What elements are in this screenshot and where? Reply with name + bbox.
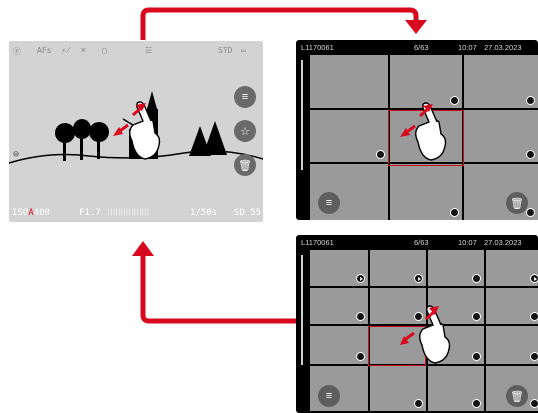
favorite-button[interactable]: ☆	[234, 120, 256, 142]
aperture-value: F1.7	[79, 208, 101, 218]
arrow-to-gallery	[140, 7, 419, 40]
arrow-to-gallery-head	[405, 20, 427, 34]
gallery-header: L1170061 6/63 10:07 27.03.2023	[296, 235, 538, 249]
iso-auto: A	[28, 208, 34, 218]
thumbnail[interactable]	[428, 366, 484, 411]
trash-icon: 🗑	[510, 197, 524, 210]
thumbnail-badge	[526, 150, 535, 159]
thumbnail-badge	[530, 399, 538, 408]
thumbnail-badge	[472, 399, 481, 408]
thumbnail[interactable]	[428, 250, 484, 286]
delete-button[interactable]: 🗑	[506, 385, 528, 407]
thumbnail[interactable]	[390, 55, 462, 108]
thumbnail-badge	[450, 96, 459, 105]
thumbnail[interactable]	[390, 164, 462, 220]
thumbnail-badge	[414, 399, 423, 408]
star-icon: ☆	[240, 125, 250, 138]
thumbnail-selected[interactable]	[370, 326, 426, 364]
delete-button[interactable]: 🗑	[506, 192, 528, 214]
thumbnail[interactable]	[310, 110, 388, 162]
fir-trees	[189, 121, 227, 156]
thumbnail-badge	[414, 312, 423, 321]
battery-icon: ▭	[241, 46, 246, 55]
thumbnail[interactable]	[464, 110, 538, 162]
filter-icon: ≡	[325, 390, 333, 402]
scene-illustration	[9, 91, 263, 164]
thumbnail[interactable]	[486, 250, 538, 286]
time: 10:07	[458, 43, 477, 52]
thumbnail[interactable]	[370, 288, 426, 324]
thumbnail-badge	[472, 274, 481, 283]
trash-icon: 🗑	[238, 159, 252, 172]
status-item-1: ⓟ	[13, 47, 21, 56]
status-item-7: STD	[218, 46, 233, 55]
gallery-header: L1170061 6/63 10:07 27.03.2023	[296, 40, 538, 54]
filter-button[interactable]: ≡	[318, 192, 340, 214]
thumbnail[interactable]	[486, 288, 538, 324]
thumbnail-badge	[356, 352, 365, 361]
thumbnail[interactable]	[310, 366, 368, 411]
iso-value: 400	[33, 208, 50, 218]
thumbnail-badge	[450, 208, 459, 217]
pinch-gesture	[400, 305, 451, 364]
time: 10:07	[458, 238, 477, 247]
shot-count: SD 55	[234, 208, 262, 218]
status-item-2: AFs	[37, 46, 52, 55]
thumbnail[interactable]	[486, 326, 538, 364]
trash-icon: 🗑	[510, 390, 524, 403]
shutter-speed: 1/50s	[190, 208, 218, 218]
thumbnail-badge	[526, 96, 535, 105]
thumbnail-badge	[530, 352, 538, 361]
filter-button[interactable]: ≡	[234, 86, 256, 108]
thumbnail[interactable]	[464, 55, 538, 108]
thumbnail-badge	[356, 274, 365, 283]
thumbnail-badge	[472, 352, 481, 361]
thumbnail[interactable]	[464, 164, 538, 220]
thumbnail[interactable]	[370, 366, 426, 411]
status-item-3: ⚡̸	[61, 46, 71, 55]
gallery-screen-grid[interactable]: L1170061 6/63 10:07 27.03.2023 ≡ 🗑	[296, 235, 538, 413]
arrow-to-live	[140, 254, 296, 324]
gallery-screen-3x3[interactable]: L1170061 6/63 10:07 27.03.2023 ≡ 🗑	[296, 40, 538, 220]
thumbnail[interactable]	[370, 250, 426, 286]
thumbnail[interactable]	[310, 326, 368, 364]
live-view-screen[interactable]: ⓟ AFs ⚡̸ ⌘ ▢ ☱ STD ▭	[9, 41, 263, 222]
thumbnail[interactable]	[310, 55, 388, 108]
file-name: L1170061	[301, 238, 334, 247]
thumbnail-badge	[530, 312, 538, 321]
thumbnail[interactable]	[310, 288, 368, 324]
status-item-4: ⌘	[81, 46, 86, 55]
thumbnail-badge	[472, 312, 481, 321]
thumbnail-badge	[356, 312, 365, 321]
thumbnail-badge	[376, 150, 385, 159]
exposure-scale: ││││││││││││││││	[107, 209, 150, 216]
filter-button[interactable]: ≡	[318, 385, 340, 407]
scrollbar[interactable]	[301, 60, 303, 170]
date: 27.03.2023	[484, 238, 522, 247]
date: 27.03.2023	[484, 43, 522, 52]
iso-setting: ISOA400	[12, 208, 50, 218]
filter-icon: ≡	[241, 91, 249, 103]
arrow-to-live-head	[132, 241, 154, 256]
scrollbar[interactable]	[301, 255, 303, 365]
thumbnail-badge	[414, 274, 423, 283]
filter-icon: ≡	[325, 197, 333, 209]
thumbnail[interactable]	[310, 250, 368, 286]
image-counter: 6/63	[414, 43, 429, 52]
status-item-6: ☱	[145, 46, 153, 55]
tree-group	[55, 119, 109, 161]
thumbnail-badge	[530, 274, 538, 283]
image-counter: 6/63	[414, 238, 429, 247]
iso-prefix: ISO	[12, 208, 29, 218]
status-item-5: ▢	[102, 46, 107, 55]
delete-button[interactable]: 🗑	[234, 154, 256, 176]
pinch-gesture	[400, 102, 447, 161]
gauge-icon: ⊜	[13, 149, 20, 160]
file-name: L1170061	[301, 43, 334, 52]
pinch-gesture	[113, 101, 161, 160]
thumbnail-badge	[526, 208, 535, 217]
